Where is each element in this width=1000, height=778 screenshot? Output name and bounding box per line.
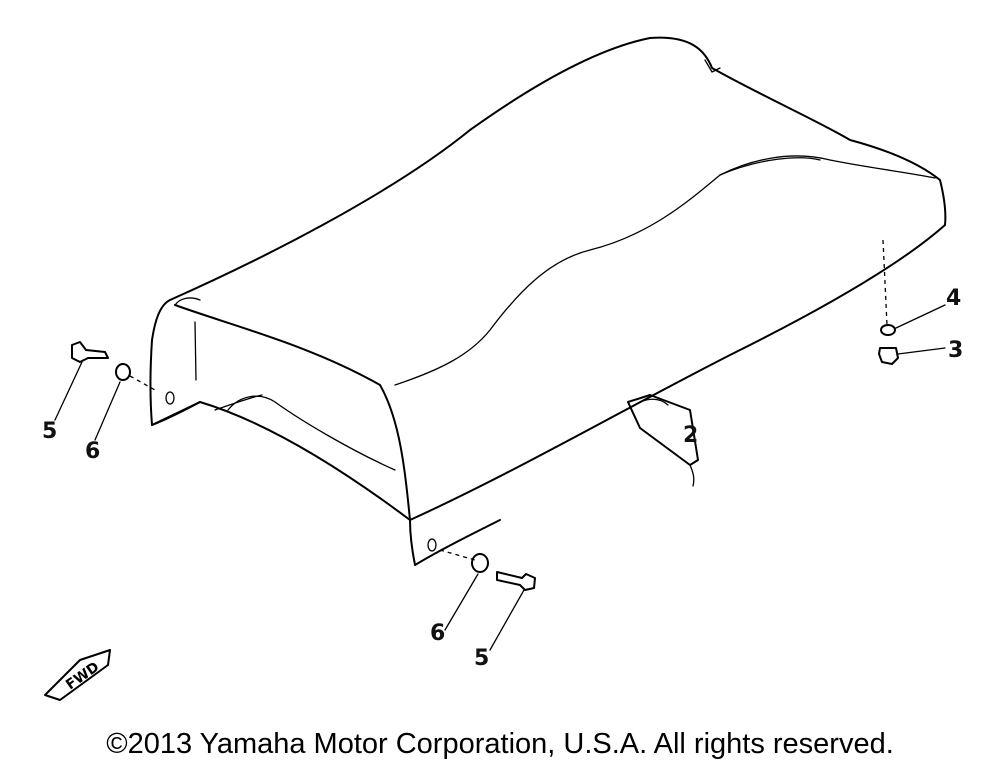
callout-part-5-left: 5 (42, 419, 57, 444)
callout-part-6-left: 6 (85, 439, 100, 464)
bolt-washer-bottom (439, 549, 536, 651)
callout-part-2: 2 (683, 423, 698, 448)
bracket-part-2 (627, 394, 699, 487)
callout-part-4: 4 (946, 286, 961, 311)
copyright-notice: ©2013 Yamaha Motor Corporation, U.S.A. A… (106, 728, 894, 760)
seat-assembly (149, 36, 947, 566)
callout-part-5-bottom: 5 (474, 646, 489, 671)
front-marker-label: FWD (63, 659, 102, 693)
bolt-washer-left (54, 341, 156, 441)
callout-part-3: 3 (948, 338, 963, 363)
callout-part-6-bottom: 6 (430, 621, 445, 646)
front-direction-marker: FWD (44, 649, 111, 701)
nut-parts-3-4 (878, 239, 946, 365)
